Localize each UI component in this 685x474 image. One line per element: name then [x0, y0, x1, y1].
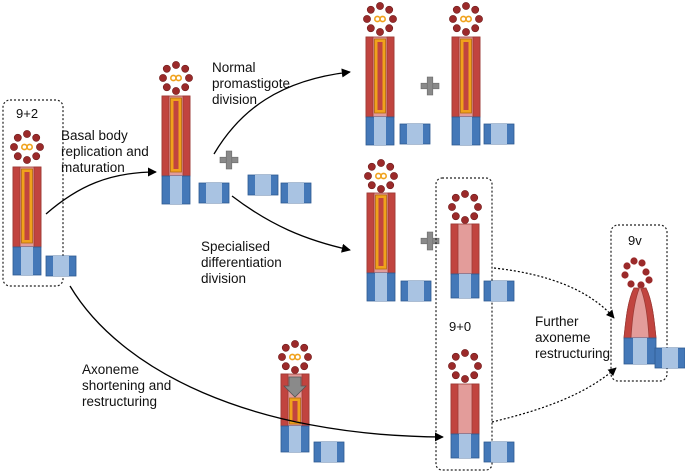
flagellum-9plus2 — [366, 192, 396, 302]
plus-icon — [420, 76, 440, 96]
bead-ring — [363, 2, 397, 36]
flagellum-9v — [623, 287, 657, 365]
bead-ring — [448, 349, 482, 383]
pro-basal-body — [483, 123, 515, 145]
arrow-further-restructuring-top — [493, 267, 615, 319]
down-arrow-icon — [283, 376, 307, 398]
pro-basal-body — [313, 441, 345, 463]
label-normal-division: Normal promastigote division — [212, 60, 291, 107]
bead-cluster — [621, 257, 653, 289]
pro-basal-body — [399, 123, 431, 145]
plus-icon — [219, 150, 239, 170]
label-axoneme-shortening: Axoneme shortening and restructuring — [82, 362, 172, 409]
pro-basal-body — [654, 347, 685, 369]
bead-ring — [159, 61, 193, 95]
flagellum-9plus2 — [12, 166, 42, 276]
label-9plus0: 9+0 — [449, 319, 472, 334]
label-basal-body-replication: Basal body replication and maturation — [61, 128, 149, 175]
pro-basal-body — [280, 182, 312, 204]
pro-basal-body — [247, 174, 279, 196]
pro-basal-body — [483, 441, 515, 463]
label-specialised-division: Specialised differentiation division — [201, 239, 282, 286]
label-9v: 9v — [628, 233, 642, 248]
arrow-shortening — [69, 285, 444, 442]
flagellum-9plus2 — [451, 36, 481, 146]
label-further-restructuring: Further axoneme restructuring — [535, 314, 611, 361]
pro-basal-body — [198, 182, 230, 204]
arrow-specialised-division — [231, 195, 351, 253]
arrow-replication — [45, 167, 157, 215]
flagellum-9plus0 — [450, 383, 480, 459]
pro-basal-body — [400, 280, 432, 302]
flagellum-9plus0 — [450, 223, 480, 299]
bead-ring — [10, 130, 44, 164]
bead-ring — [364, 159, 398, 193]
pro-basal-body — [483, 280, 515, 302]
bead-ring — [278, 340, 312, 374]
flagellum-9plus2 — [161, 95, 191, 205]
label-9plus2: 9+2 — [16, 106, 39, 121]
flagellum-9plus2 — [365, 36, 395, 146]
arrow-normal-division — [213, 68, 351, 155]
bead-ring — [448, 190, 482, 224]
box-9plus0 — [435, 177, 493, 471]
bead-ring — [449, 2, 483, 36]
arrow-further-restructuring-bottom — [491, 367, 617, 423]
pro-basal-body — [45, 255, 77, 277]
box-9v — [610, 224, 668, 382]
